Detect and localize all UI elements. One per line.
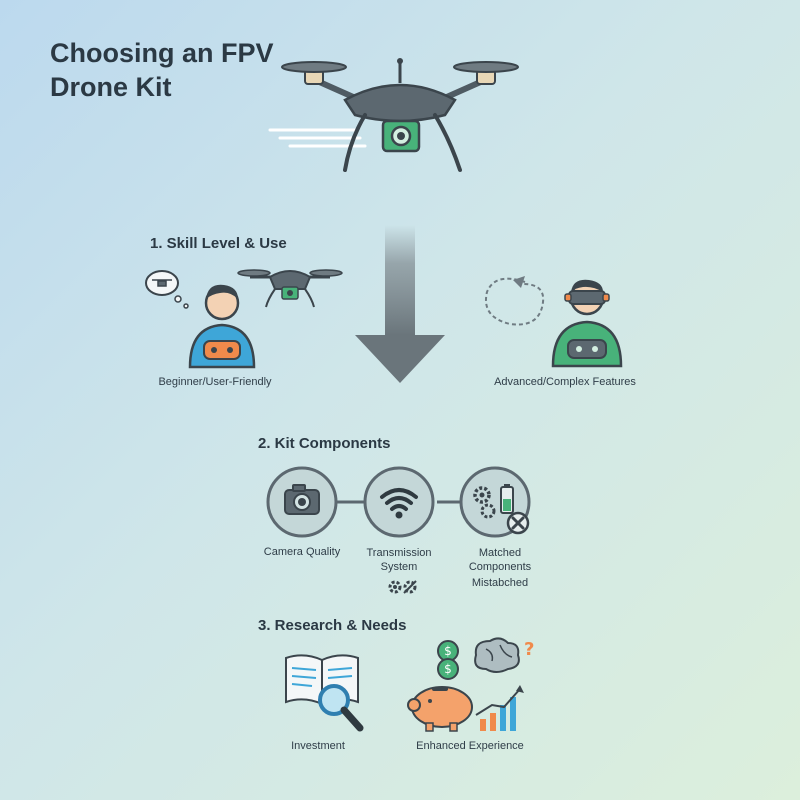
gears-small-icon <box>388 580 417 594</box>
svg-text:?: ? <box>524 639 534 660</box>
component-transmission: Transmission System <box>366 547 432 573</box>
research-item-experience: Enhanced Experience <box>416 740 524 752</box>
piggy-bank-brain-icon: $ $ ? <box>407 637 534 732</box>
research-item-investment: Investment <box>291 740 345 752</box>
book-magnifier-icon <box>285 654 364 732</box>
components-connector <box>337 500 463 504</box>
page-title: Choosing an FPV Drone Kit <box>50 38 274 102</box>
section-heading-skill: 1. Skill Level & Use <box>150 235 287 252</box>
skill-item-beginner: Beginner/User-Friendly <box>158 376 272 388</box>
component-matched: Matched Components <box>468 547 532 573</box>
beginner-pilot-icon <box>145 269 343 369</box>
section-heading-components: 2. Kit Components <box>258 435 391 452</box>
svg-text:$: $ <box>444 662 452 676</box>
gears-battery-icon <box>459 466 531 538</box>
svg-text:$: $ <box>444 644 452 658</box>
component-camera: Camera Quality <box>263 546 341 558</box>
fpv-goggles-pilot-icon <box>485 276 623 368</box>
skill-item-advanced: Advanced/Complex Features <box>494 376 636 388</box>
section-heading-research: 3. Research & Needs <box>258 617 407 634</box>
component-mismatched-note: Mistabched <box>471 577 529 589</box>
wifi-icon <box>363 466 435 538</box>
hero-drone-icon <box>268 58 519 172</box>
camera-icon <box>266 466 338 538</box>
flow-arrow-icon <box>355 225 445 383</box>
